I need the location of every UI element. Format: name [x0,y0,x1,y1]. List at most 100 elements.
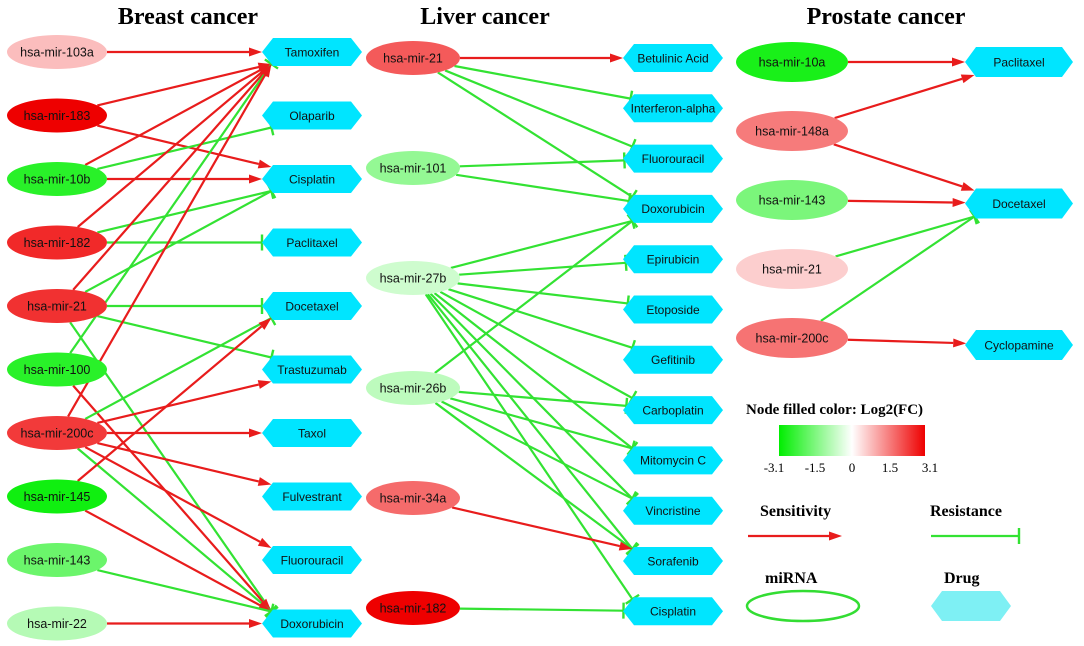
sensitivity-edge [848,57,965,67]
mirna-label: hsa-mir-145 [24,490,91,504]
mirna-node: hsa-mir-145 [7,479,107,514]
mirna-node: hsa-mir-148a [736,111,848,151]
mirna-node: hsa-mir-182 [7,225,107,260]
mirna-node: hsa-mir-21 [366,41,460,75]
legend-ticks: -3.1 -1.5 0 1.5 3.1 [764,460,938,475]
mirna-ellipse [7,352,107,387]
drug-node: Etoposide [623,295,723,324]
drug-node: Docetaxel [262,292,362,320]
mirna-node: hsa-mir-101 [366,151,460,185]
mirna-node: hsa-mir-21 [7,289,107,323]
legend-drug-label: Drug [944,570,980,587]
mirna-ellipse [736,111,848,151]
mirna-node: hsa-mir-27b [366,261,460,295]
drug-label: Gefitinib [651,353,695,367]
mirna-ellipse [736,318,848,358]
legend-mirna-label: miRNA [765,570,818,587]
drug-label: Tamoxifen [285,45,340,59]
mirna-node: hsa-mir-200c [7,416,107,450]
drug-label: Epirubicin [647,253,700,267]
drug-node: Mitomycin C [623,446,723,475]
sensitivity-edge [107,47,262,57]
drug-node: Cyclopamine [965,330,1073,360]
mirna-node: hsa-mir-182 [366,591,460,625]
drug-label: Trastuzumab [277,363,347,377]
drug-hexagon [262,38,362,66]
mirna-ellipse [736,249,848,289]
resistance-edge [84,183,277,293]
resistance-edge [459,602,625,619]
mirna-label: hsa-mir-143 [24,554,91,568]
drug-node: Fulvestrant [262,482,362,511]
resistance-edge [97,182,275,234]
drug-node: Taxol [262,419,362,447]
legend-color-title: Node filled color: Log2(FC) [746,402,923,418]
mirna-node: hsa-mir-22 [7,606,107,641]
drug-node: Olaparib [262,101,362,130]
drug-label: Olaparib [289,109,335,123]
drug-label: Docetaxel [992,197,1045,211]
drug-node: Cisplatin [623,597,723,626]
mirna-node: hsa-mir-143 [736,180,848,220]
sensitivity-edge [107,174,262,184]
sensitivity-edge [451,506,633,551]
legend-mirna-ellipse [745,589,861,623]
mirna-ellipse [7,225,107,260]
mirna-ellipse [736,42,848,82]
legend-drug-hexagon [931,591,1011,621]
drug-hexagon [623,597,723,626]
drug-hexagon [262,292,362,320]
drug-hexagon [262,355,362,384]
drug-label: Carboplatin [642,403,703,417]
mirna-ellipse [366,151,460,185]
mirna-label: hsa-mir-200c [21,427,94,441]
sensitivity-edge [834,74,975,120]
legend-tick: 3.1 [922,460,938,475]
mirna-node: hsa-mir-100 [7,352,107,387]
mirna-label: hsa-mir-103a [20,46,94,60]
sensitivity-edge [84,509,272,612]
legend-tick: -1.5 [805,460,826,475]
drug-label: Taxol [298,426,326,440]
drug-hexagon [262,419,362,447]
mirna-label: hsa-mir-27b [380,272,447,286]
sensitivity-edge [107,619,262,628]
sensitivity-edge [833,143,975,191]
resistance-edge [835,208,978,258]
drug-node: Sorafenib [623,547,723,575]
drug-label: Paclitaxel [993,55,1044,69]
resistance-edge [437,71,638,205]
drug-hexagon [965,330,1073,360]
mirna-ellipse [366,481,460,515]
mirna-node: hsa-mir-21 [736,249,848,289]
drug-node: Betulinic Acid [623,44,723,72]
sensitivity-edge [97,62,272,107]
legend-resistance-bar [931,528,1021,544]
drug-label: Fluorouracil [281,553,344,567]
drug-hexagon [623,496,723,525]
resistance-edge [426,293,640,555]
mirna-label: hsa-mir-10b [24,173,91,187]
mirna-label: hsa-mir-182 [380,602,447,616]
mirna-ellipse [366,371,460,405]
legend-tick: 0 [849,460,856,475]
drug-label: Etoposide [646,303,700,317]
mirna-node: hsa-mir-34a [366,481,460,515]
drug-label: Docetaxel [285,299,338,313]
mirna-ellipse [366,591,460,625]
legend-tick: 1.5 [882,460,898,475]
drug-label: Interferon-alpha [631,102,716,116]
mirna-ellipse [366,41,460,75]
mirna-label: hsa-mir-101 [380,162,447,176]
drug-node: Epirubicin [623,245,723,274]
resistance-edge [457,282,630,312]
mirna-node: hsa-mir-143 [7,543,107,577]
legend-sensitivity-arrow [748,531,842,541]
resistance-edge [77,447,278,619]
sensitivity-edge [460,53,623,63]
drug-node: Paclitaxel [965,47,1073,77]
mirna-ellipse [7,289,107,323]
drug-node: Paclitaxel [262,228,362,257]
mirna-label: hsa-mir-183 [24,109,91,123]
mirna-label: hsa-mir-148a [755,125,829,139]
